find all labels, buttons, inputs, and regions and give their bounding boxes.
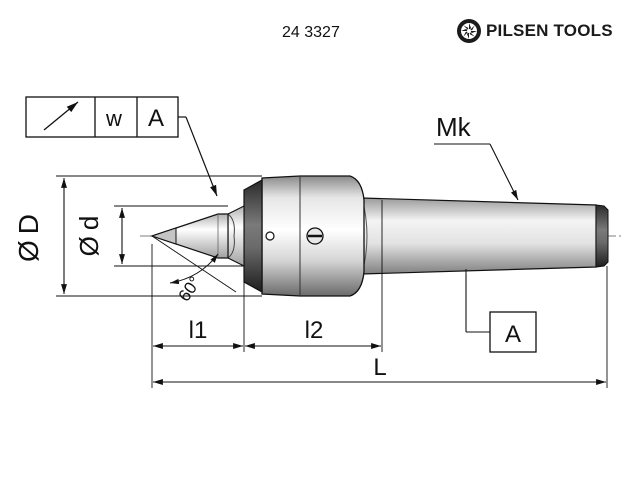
taper-label: Mk (436, 112, 472, 142)
extension-lines (151, 200, 608, 388)
svg-text:Ød: Ød (74, 216, 104, 257)
tolerance-value: w (105, 106, 122, 131)
length-l1-label: l1 (189, 317, 208, 344)
brand-name: PILSEN TOOLS (486, 21, 613, 40)
housing-body (243, 175, 365, 297)
angle-label: 60° (175, 273, 205, 305)
diameter-symbol-d: Ø (74, 236, 104, 256)
taper-callout: Mk (434, 112, 519, 201)
lubrication-hole-icon (265, 231, 275, 241)
product-code: 24 3327 (282, 24, 340, 41)
live-center-point (150, 205, 245, 267)
outer-diameter-label: D (13, 214, 44, 234)
tolerance-frame: w A (25, 96, 218, 197)
total-length-dimension: L (153, 354, 606, 385)
length-l1-dimension: l1 (153, 317, 243, 349)
point-diameter-dimension: Ød (74, 205, 244, 267)
tolerance-datum: A (148, 105, 164, 132)
runout-arrow-icon (43, 101, 79, 131)
total-length-label: L (373, 354, 386, 381)
pilsen-gear-logo-icon (457, 19, 481, 43)
svg-text:ØD: ØD (13, 214, 44, 262)
morse-taper-shank (361, 197, 609, 275)
outer-diameter-dimension: ØD (13, 175, 262, 297)
length-l2-label: l2 (305, 317, 324, 344)
datum-callout: A (465, 274, 537, 353)
point-diameter-label: d (74, 216, 104, 230)
diameter-symbol-D: Ø (13, 240, 44, 262)
length-l2-dimension: l2 (245, 317, 381, 349)
datum-label: A (505, 321, 521, 348)
